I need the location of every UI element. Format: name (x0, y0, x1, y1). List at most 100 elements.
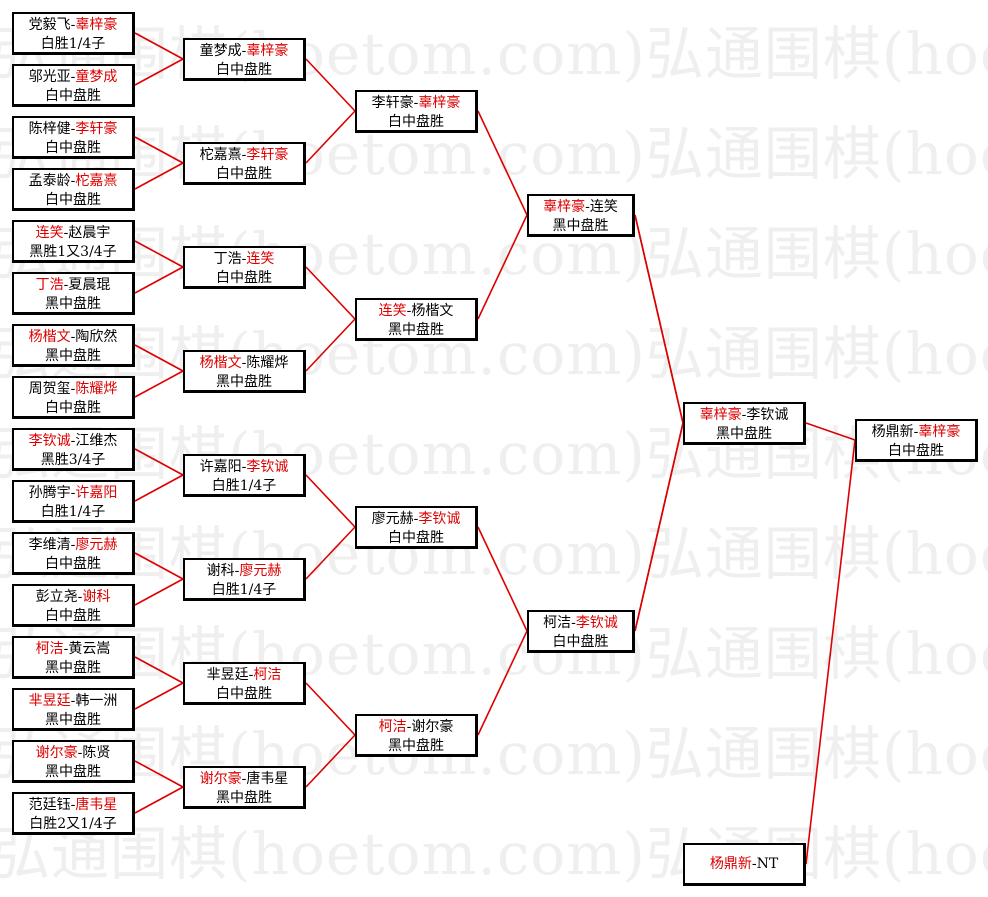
match-box: 杨鼎新-辜梓豪白中盘胜 (855, 418, 978, 462)
match-box: 芈昱廷-韩一洲黑中盘胜 (12, 687, 135, 731)
player-two: 廖元赫 (75, 536, 118, 553)
player-one: 孟泰龄 (28, 172, 71, 189)
player-one: 李维清 (28, 536, 71, 553)
match-players: 杨楷文-陈耀烨 (185, 354, 303, 373)
player-two: 陶欣然 (75, 328, 118, 345)
match-players: 柯洁-李钦诚 (529, 614, 632, 633)
player-two: NT (756, 855, 779, 872)
match-players: 孙腾宇-许嘉阳 (14, 484, 132, 503)
player-one: 童梦成 (199, 42, 242, 59)
player-two: 廖元赫 (239, 562, 282, 579)
versus-dash: - (241, 250, 247, 267)
versus-dash: - (63, 224, 69, 241)
bracket-connector (134, 552, 184, 580)
player-one: 孙腾宇 (28, 484, 71, 501)
bracket-connector (634, 214, 684, 424)
player-two: 杨楷文 (411, 302, 454, 319)
match-box: 周贺玺-陈耀烨白中盘胜 (12, 375, 135, 419)
player-two: 连笑 (246, 250, 275, 267)
versus-dash: - (70, 328, 76, 345)
match-result: 黑中盘胜 (45, 763, 101, 780)
match-result: 黑中盘胜 (716, 425, 772, 442)
match-players: 杨鼎新-NT (685, 855, 803, 874)
player-two: 童梦成 (75, 68, 118, 85)
match-players: 杨楷文-陶欣然 (14, 328, 132, 347)
player-two: 连笑 (589, 198, 618, 215)
player-two: 李钦诚 (746, 406, 789, 423)
player-one: 陈梓健 (28, 120, 71, 137)
versus-dash: - (70, 172, 76, 189)
match-box: 柯洁-黄云嵩黑中盘胜 (12, 635, 135, 679)
match-result: 黑中盘胜 (45, 711, 101, 728)
versus-dash: - (63, 276, 69, 293)
match-result: 白胜1/4子 (40, 35, 106, 52)
player-one: 杨鼎新 (871, 423, 914, 440)
versus-dash: - (248, 666, 254, 683)
bracket-connector (305, 682, 356, 736)
player-one: 丁浩 (35, 276, 64, 293)
player-two: 李轩豪 (246, 146, 289, 163)
bracket-connector (477, 214, 528, 320)
player-two: 谢尔豪 (411, 718, 454, 735)
bracket-connector (134, 136, 184, 164)
player-two: 辜梓豪 (918, 423, 961, 440)
player-two: 陈贤 (82, 744, 111, 761)
versus-dash: - (413, 94, 419, 111)
player-one: 柯洁 (35, 640, 64, 657)
match-result: 白中盘胜 (388, 113, 444, 130)
player-one: 芈昱廷 (28, 692, 71, 709)
match-result: 黑中盘胜 (45, 295, 101, 312)
match-players: 辜梓豪-李钦诚 (685, 406, 803, 425)
match-players: 党毅飞-辜梓豪 (14, 16, 132, 35)
player-one: 连笑 (35, 224, 64, 241)
player-one: 谢尔豪 (35, 744, 78, 761)
player-two: 辜梓豪 (246, 42, 289, 59)
match-box: 连笑-杨楷文黑中盘胜 (355, 297, 478, 341)
match-result: 白胜1/4子 (40, 503, 106, 520)
match-players: 陈梓健-李轩豪 (14, 120, 132, 139)
player-two: 许嘉阳 (75, 484, 118, 501)
match-box: 彭立尧-谢科白中盘胜 (12, 583, 135, 627)
match-players: 李维清-廖元赫 (14, 536, 132, 555)
versus-dash: - (70, 380, 76, 397)
player-two: 夏晨琨 (68, 276, 111, 293)
bracket-connector (305, 318, 356, 372)
match-box: 李钦诚-江维杰黑胜3/4子 (12, 427, 135, 471)
match-box: 廖元赫-李钦诚白中盘胜 (355, 505, 478, 549)
match-result: 黑中盘胜 (552, 217, 609, 234)
match-result: 白中盘胜 (552, 633, 609, 650)
versus-dash: - (70, 432, 76, 449)
match-result: 黑中盘胜 (45, 659, 101, 676)
player-one: 谢尔豪 (199, 770, 242, 787)
versus-dash: - (413, 510, 419, 527)
match-players: 柯洁-谢尔豪 (357, 718, 475, 737)
match-box: 丁浩-连笑白中盘胜 (183, 245, 306, 289)
versus-dash: - (63, 640, 69, 657)
match-result: 白胜2又1/4子 (29, 815, 117, 832)
player-one: 李轩豪 (371, 94, 414, 111)
bracket-connector (305, 474, 356, 528)
bracket-connector (134, 344, 184, 372)
versus-dash: - (241, 458, 247, 475)
match-box: 孙腾宇-许嘉阳白胜1/4子 (12, 479, 135, 523)
match-box: 芈昱廷-柯洁白中盘胜 (183, 661, 306, 705)
versus-dash: - (241, 42, 247, 59)
versus-dash: - (70, 120, 76, 137)
player-one: 丁浩 (213, 250, 242, 267)
bracket-connector (134, 474, 184, 502)
match-box: 连笑-赵晨宇黑胜1又3/4子 (12, 219, 135, 263)
match-box: 李维清-廖元赫白中盘胜 (12, 531, 135, 575)
player-one: 辜梓豪 (699, 406, 742, 423)
player-two: 李轩豪 (75, 120, 118, 137)
match-box: 孟泰龄-柁嘉熹白中盘胜 (12, 167, 135, 211)
versus-dash: - (70, 692, 76, 709)
match-box: 柯洁-谢尔豪黑中盘胜 (355, 713, 478, 757)
match-players: 芈昱廷-柯洁 (185, 666, 303, 685)
match-box: 柁嘉熹-李轩豪白中盘胜 (183, 141, 306, 185)
player-one: 柁嘉熹 (199, 146, 242, 163)
bracket-connector (805, 422, 856, 441)
player-two: 唐韦星 (75, 796, 118, 813)
versus-dash: - (741, 406, 747, 423)
player-one: 彭立尧 (35, 588, 78, 605)
bracket-connector (134, 240, 184, 268)
